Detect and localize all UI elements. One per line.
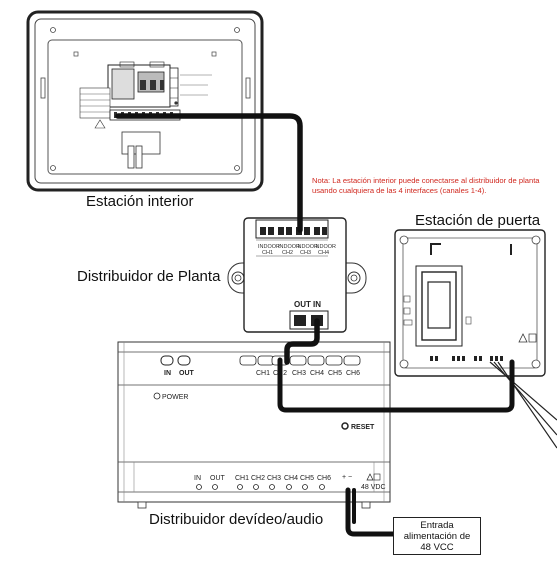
vdc-label: 48 VDC [361, 484, 386, 491]
ch4-top-label: CH4 [310, 370, 324, 377]
svg-text:CH1: CH1 [262, 250, 273, 256]
power-input-line-3: 48 VCC [420, 541, 454, 553]
bottom-terminal-label-in: IN [194, 475, 201, 482]
bottom-terminal-out[interactable] [212, 484, 218, 490]
bottom-terminal-label-ch5: CH5 [300, 475, 314, 482]
power-led [153, 392, 161, 400]
reset-label: RESET [351, 424, 375, 431]
bottom-terminal-in[interactable] [196, 484, 202, 490]
bottom-terminal-ch4[interactable] [286, 484, 292, 490]
bottom-terminal-label-ch1: CH1 [235, 475, 249, 482]
indoor-station-label: Estación interior [86, 193, 194, 210]
video-audio-distributor: IN OUT CH1 CH2 CH3 CH4 CH5 CH6 POWER RES… [117, 341, 391, 509]
door-station [394, 229, 557, 449]
svg-text:INDOOR: INDOOR [296, 244, 318, 250]
bottom-terminal-ch2[interactable] [253, 484, 259, 490]
floor-distributor: INDOOR INDOOR INDOOR INDOOR CH1 CH2 CH3 … [227, 217, 367, 333]
power-input-line-2: alimentación de [403, 530, 471, 542]
svg-text:INDOOR: INDOOR [278, 244, 300, 250]
bottom-terminal-label-ch3: CH3 [267, 475, 281, 482]
svg-text:CH2: CH2 [282, 250, 293, 256]
bottom-terminal-ch1[interactable] [237, 484, 243, 490]
connection-note: Nota: La estación interior puede conecta… [312, 176, 540, 195]
polarity-label: + − [342, 474, 352, 481]
svg-text:CH3: CH3 [300, 250, 311, 256]
bottom-terminal-label-ch4: CH4 [284, 475, 298, 482]
svg-text:CH4: CH4 [318, 250, 329, 256]
bottom-terminal-label-out: OUT [210, 475, 226, 482]
bottom-terminal-ch6[interactable] [319, 484, 325, 490]
door-station-label: Estación de puerta [415, 212, 541, 229]
bottom-terminal-ch3[interactable] [269, 484, 275, 490]
power-input-box: Entrada alimentación de 48 VCC [393, 517, 481, 555]
cables [115, 113, 515, 537]
bottom-terminal-label-ch2: CH2 [251, 475, 265, 482]
ch1-top-label: CH1 [256, 370, 270, 377]
power-input-line-1: Entrada [420, 519, 454, 531]
floor-in-label: IN [313, 300, 321, 309]
svg-text:INDOOR: INDOOR [258, 244, 280, 250]
reset-button[interactable] [341, 422, 349, 430]
floor-out-label: OUT [294, 300, 311, 309]
ch6-top-label: CH6 [346, 370, 360, 377]
ch5-top-label: CH5 [328, 370, 342, 377]
power-label: POWER [162, 394, 188, 401]
bottom-terminal-label-ch6: CH6 [317, 475, 331, 482]
floor-distributor-label: Distribuidor de Planta [77, 268, 221, 285]
indoor-station [26, 10, 264, 192]
vd-in-label: IN [164, 370, 171, 377]
vd-out-label: OUT [179, 370, 195, 377]
bottom-terminal-ch5[interactable] [302, 484, 308, 490]
svg-text:INDOOR: INDOOR [314, 244, 336, 250]
video-audio-distributor-label: Distribuidor devídeo/audio [149, 511, 324, 528]
ch3-top-label: CH3 [292, 370, 306, 377]
